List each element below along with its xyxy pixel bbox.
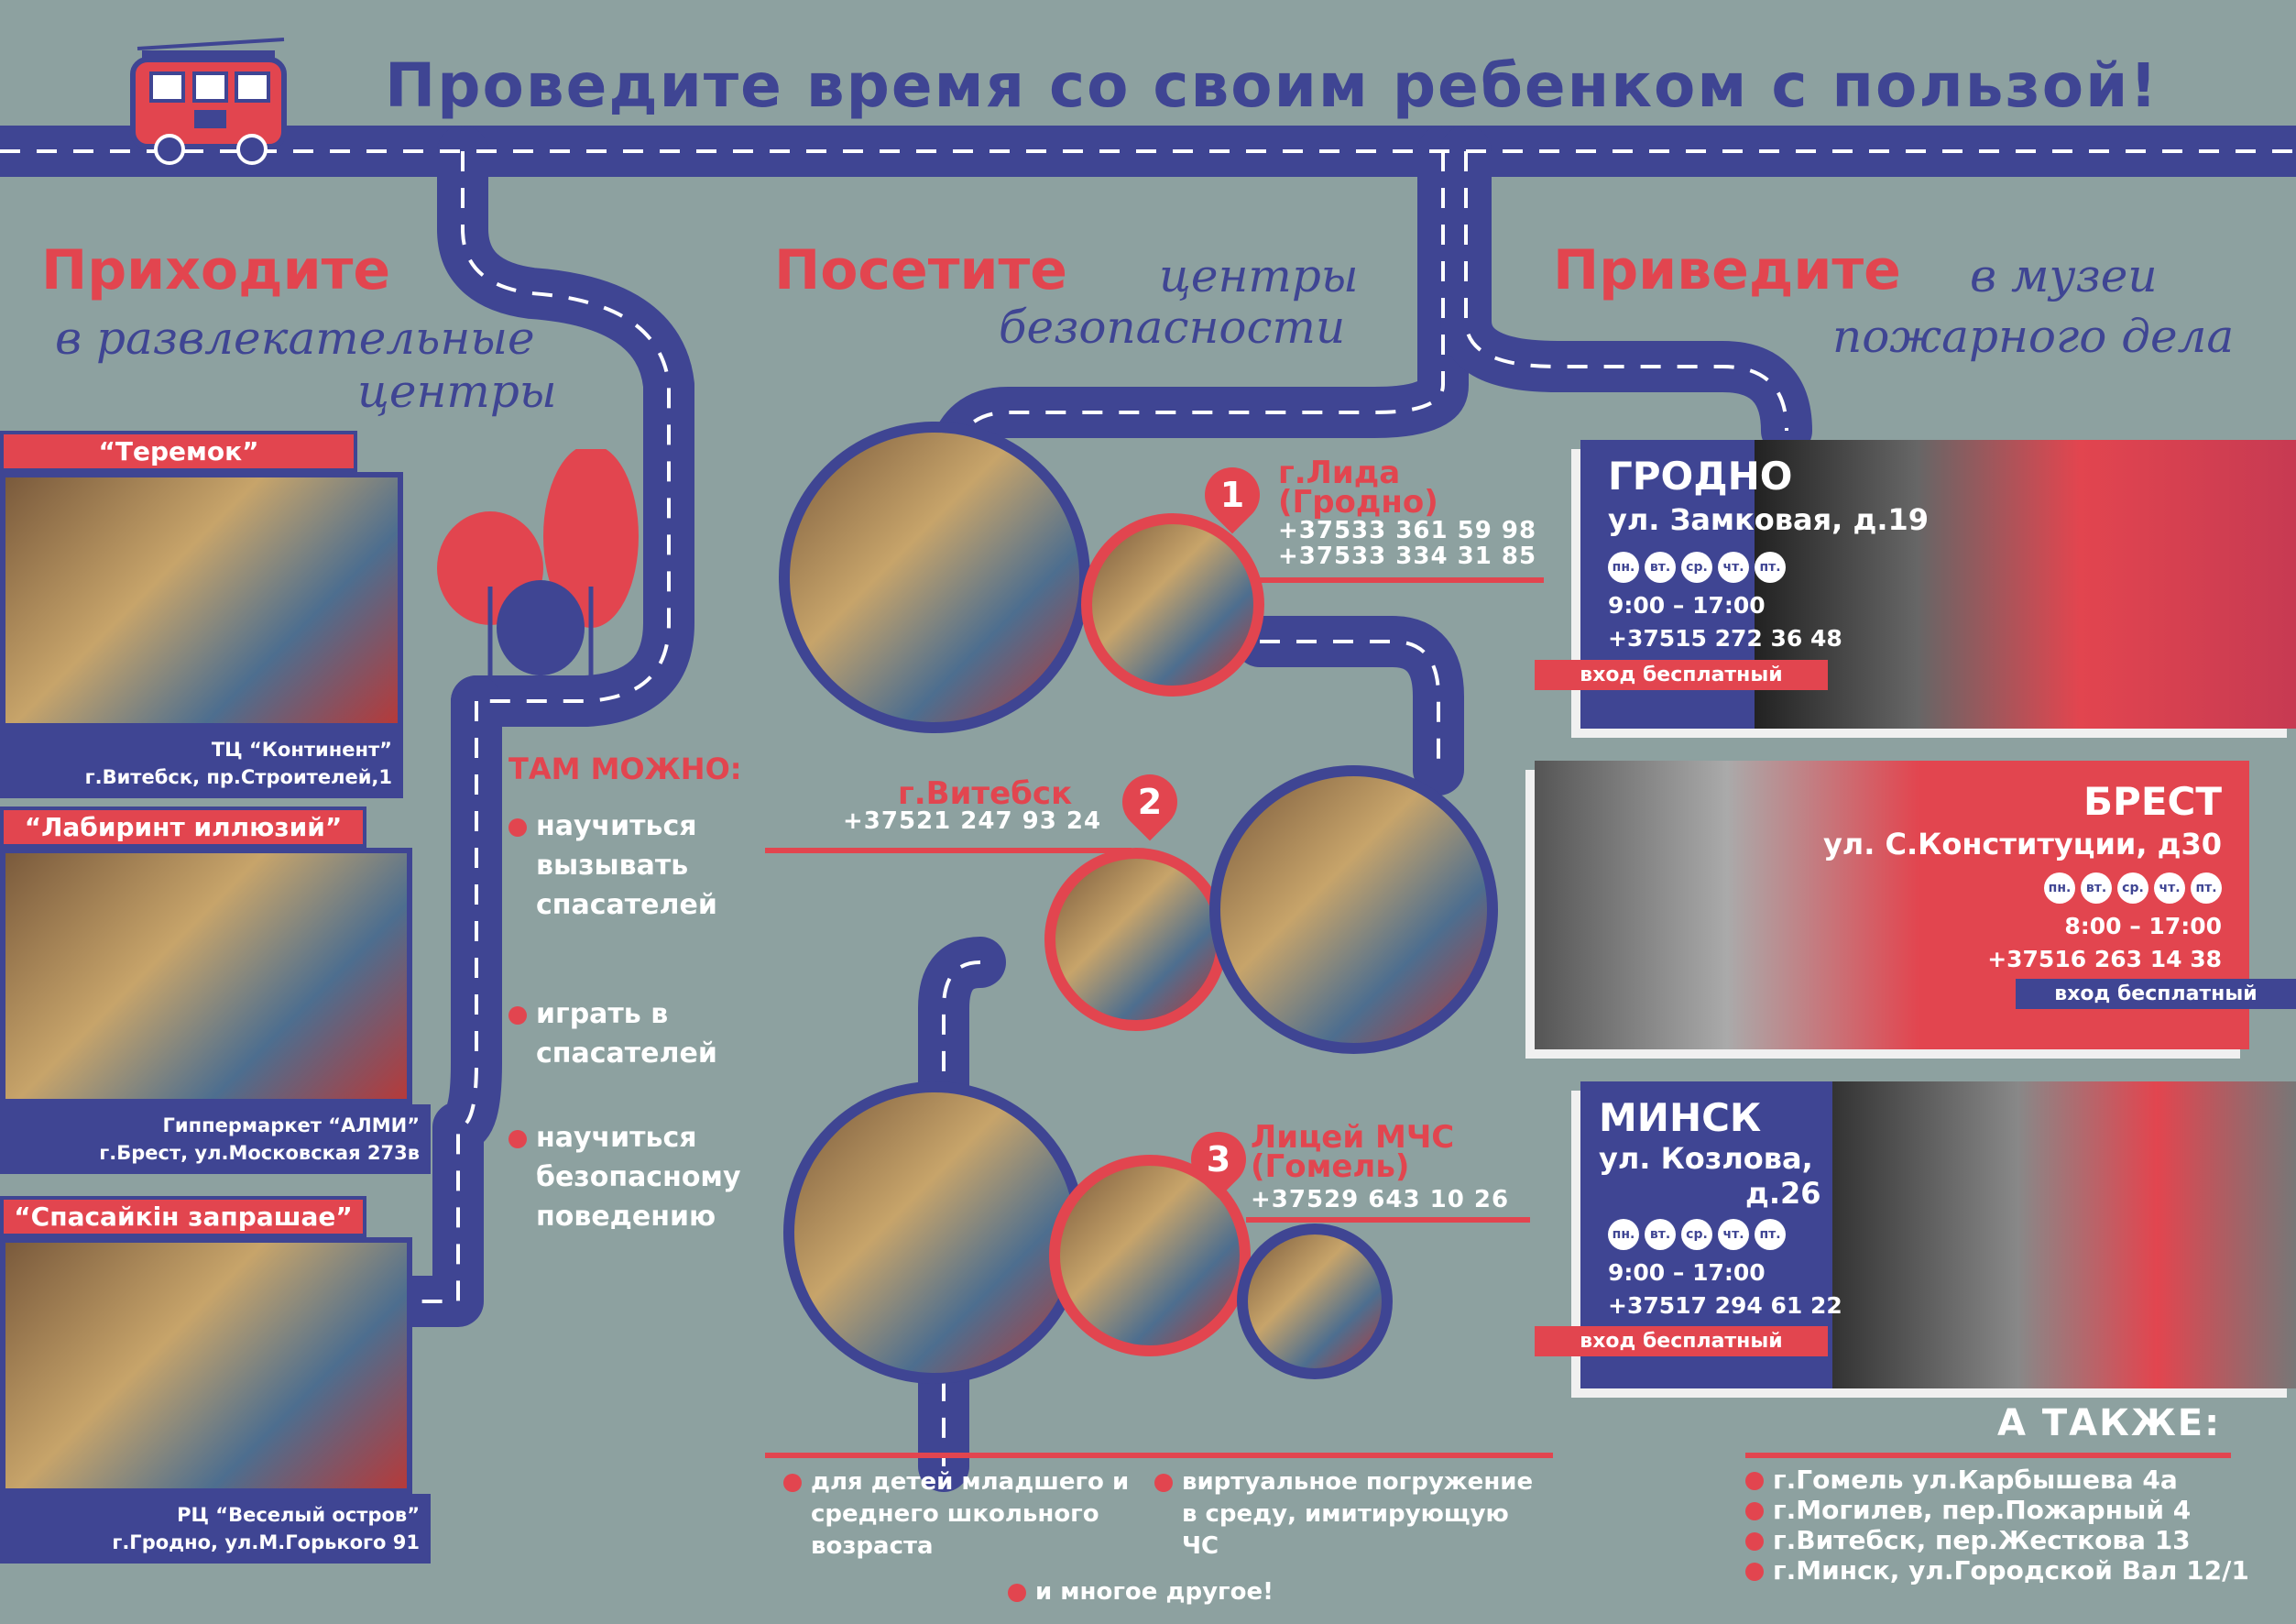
museum-days: пн.вт.ср.чт.пт. <box>1608 1219 1791 1250</box>
center-address: г.Гродно, ул.М.Горького 91 <box>112 1531 420 1553</box>
museum-address: ул. Козлова, <box>1599 1141 1813 1176</box>
museum-hours: 9:00 – 17:00 <box>1608 592 1766 619</box>
bullet-dot-icon <box>1008 1583 1026 1602</box>
museum-photo <box>1755 440 2296 729</box>
museum-phone: +37516 263 14 38 <box>1987 946 2222 972</box>
bullet-dot-icon <box>1745 1563 1764 1581</box>
bullet-dot-icon <box>1745 1502 1764 1520</box>
note-item-1: для детей младшего и среднего школьного … <box>783 1466 1129 1563</box>
center-photo <box>0 1237 412 1494</box>
bullet-dot-icon <box>783 1473 802 1492</box>
can-do-item-1: научиться вызывать спасателей <box>508 807 717 925</box>
can-do-heading: ТАМ МОЖНО: <box>508 752 742 786</box>
bullet-dot-icon <box>508 1129 527 1148</box>
divider <box>1745 1453 2231 1458</box>
museum-city: МИНСК <box>1599 1095 1762 1140</box>
museum-card-minsk: МИНСК ул. Козлова, д.26 пн.вт.ср.чт.пт. … <box>1580 1081 2296 1388</box>
safety-photo-2a <box>1044 848 1228 1031</box>
museum-days: пн.вт.ср.чт.пт. <box>2044 872 2227 904</box>
museum-city: БРЕСТ <box>2083 779 2222 824</box>
safety-phones-3: +37529 643 10 26 <box>1251 1186 1510 1213</box>
museum-photo <box>1535 761 1919 1049</box>
museum-entry: вход бесплатный <box>1535 660 1828 690</box>
safety-photo-1b <box>1081 513 1264 697</box>
bullet-dot-icon <box>508 1005 527 1025</box>
center-place: ТЦ “Континент” <box>211 739 392 761</box>
safety-photo-1a <box>779 422 1090 733</box>
museum-photo <box>1832 1081 2296 1388</box>
safety-photo-3a <box>783 1081 1086 1384</box>
safety-city-3: Лицей МЧС(Гомель) <box>1251 1119 1455 1185</box>
fire-truck-icon <box>130 38 287 165</box>
museum-hours: 9:00 – 17:00 <box>1608 1259 1766 1286</box>
section-subtitle-come-1: в развлекательные <box>55 312 535 365</box>
museum-address-2: д.26 <box>1745 1176 1821 1211</box>
safety-photo-3c <box>1237 1223 1393 1379</box>
bullet-dot-icon <box>1745 1532 1764 1551</box>
museum-entry: вход бесплатный <box>2016 979 2296 1009</box>
map-pin-icon: 1 <box>1193 455 1272 534</box>
can-do-item-3: научиться безопасному поведению <box>508 1118 741 1236</box>
center-address: г.Витебск, пр.Строителей,1 <box>84 766 392 788</box>
center-card-1: “Теремок” ТЦ “Континент” г.Витебск, пр.С… <box>0 431 421 798</box>
divider <box>1260 577 1544 583</box>
center-place: РЦ “Веселый остров” <box>177 1504 420 1526</box>
safety-city-2: г.Витебск <box>898 775 1073 812</box>
center-photo <box>0 848 412 1104</box>
note-item-3: и многое другое! <box>1008 1576 1274 1608</box>
safety-phones-1: +37533 361 59 98+37533 334 31 85 <box>1278 517 1537 570</box>
also-heading: А ТАКЖЕ: <box>1997 1402 2222 1444</box>
bullet-dot-icon <box>508 817 527 837</box>
center-photo <box>0 472 403 729</box>
map-pin-icon: 3 <box>1179 1120 1258 1199</box>
bullet-dot-icon <box>1745 1472 1764 1490</box>
center-name: “Спасайкін запрашае” <box>0 1196 366 1237</box>
safety-city-1: г.Лида(Гродно) <box>1278 455 1438 521</box>
section-subtitle-visit-1: центры <box>1159 249 1359 302</box>
center-name: “Теремок” <box>0 431 357 472</box>
divider <box>1246 1217 1530 1223</box>
center-address: г.Брест, ул.Московская 273в <box>99 1142 420 1164</box>
section-subtitle-bring-2: пожарного дела <box>1832 310 2235 363</box>
divider <box>765 848 1132 853</box>
section-heading-visit: Посетите <box>774 238 1067 302</box>
map-pin-icon: 2 <box>1110 763 1189 841</box>
museum-phone: +37517 294 61 22 <box>1608 1292 1842 1319</box>
museum-days: пн.вт.ср.чт.пт. <box>1608 552 1791 583</box>
section-subtitle-come-2: центры <box>357 365 557 418</box>
center-name: “Лабиринт иллюзий” <box>0 807 366 848</box>
also-list: г.Гомель ул.Карбышева 4а г.Могилев, пер.… <box>1745 1465 2249 1586</box>
museum-phone: +37515 272 36 48 <box>1608 625 1842 652</box>
museum-address: ул. Замковая, д.19 <box>1608 502 1929 537</box>
museum-entry: вход бесплатный <box>1535 1326 1828 1356</box>
note-item-2: виртуальное погружение в среду, имитирую… <box>1154 1466 1533 1563</box>
section-subtitle-visit-2: безопасности <box>999 301 1346 354</box>
page-title: Проведите время со своим ребенком с поль… <box>385 50 2159 121</box>
divider <box>765 1453 1553 1458</box>
safety-photo-2b <box>1209 765 1498 1054</box>
tree-icon <box>437 449 639 678</box>
center-card-2: “Лабиринт иллюзий” Гиппермаркет “АЛМИ” г… <box>0 807 431 1174</box>
museum-address: ул. С.Конституции, д30 <box>1822 827 2222 861</box>
museum-card-brest: БРЕСТ ул. С.Конституции, д30 пн.вт.ср.чт… <box>1535 761 2249 1049</box>
museum-city: ГРОДНО <box>1608 454 1793 499</box>
center-place: Гиппермаркет “АЛМИ” <box>162 1114 420 1136</box>
section-heading-come: Приходите <box>41 238 391 302</box>
safety-phones-2: +37521 247 93 24 <box>843 807 1102 835</box>
center-card-3: “Спасайкін запрашае” РЦ “Веселый остров”… <box>0 1196 431 1564</box>
section-subtitle-bring-1: в музеи <box>1970 249 2158 302</box>
museum-hours: 8:00 – 17:00 <box>2064 913 2222 939</box>
bullet-dot-icon <box>1154 1473 1173 1492</box>
can-do-item-2: играть в спасателей <box>508 994 717 1073</box>
section-heading-bring: Приведите <box>1553 238 1901 302</box>
